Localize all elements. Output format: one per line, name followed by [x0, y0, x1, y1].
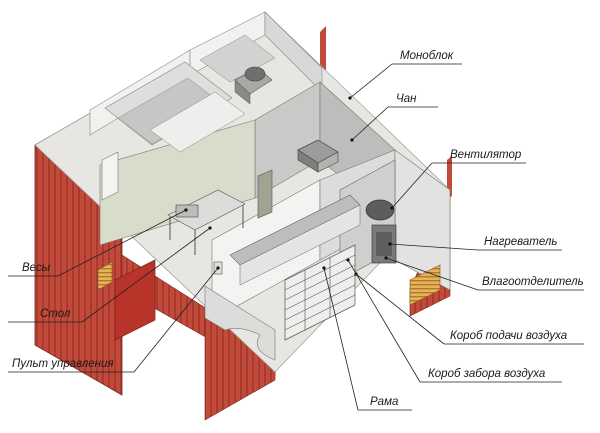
label-nagrevatel: Нагреватель: [484, 236, 558, 248]
label-korob-zabora: Короб забора воздуха: [428, 368, 546, 380]
label-vesy: Весы: [22, 262, 51, 274]
leader-lines: [8, 63, 584, 411]
label-korob-podachi: Короб подачи воздуха: [450, 330, 568, 342]
drying-rack-frames: [229, 194, 361, 341]
label-ventilyator: Вентилятор: [450, 149, 522, 161]
vat-chan: [297, 139, 339, 173]
door-interior: [101, 151, 273, 219]
shelving-upper: [104, 34, 276, 153]
front-wall-cutaways: [114, 259, 276, 361]
label-rama: Рама: [370, 396, 399, 408]
label-chan: Чан: [396, 93, 417, 105]
label-stol: Стол: [40, 308, 71, 320]
label-pult: Пульт управления: [12, 358, 114, 370]
label-monoblok: Моноблок: [400, 50, 454, 62]
monoblock-unit: [234, 66, 273, 105]
label-vlagootdelitel: Влагоотделитель: [482, 276, 584, 288]
vent-grilles: [97, 261, 441, 306]
